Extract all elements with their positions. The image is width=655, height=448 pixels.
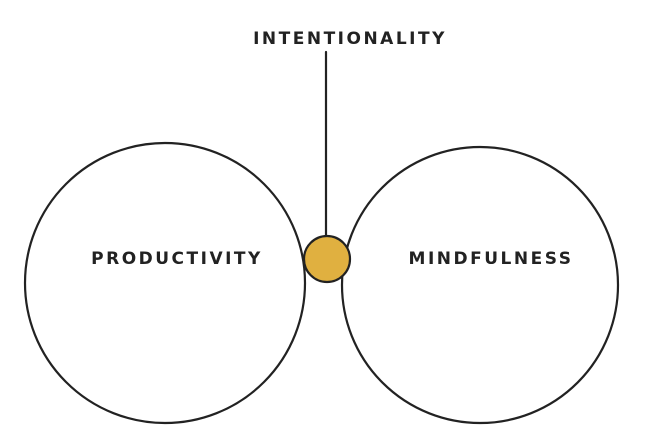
mindfulness-label: MINDFULNESS xyxy=(409,249,574,269)
mindfulness-circle xyxy=(340,145,620,425)
intentionality-label: INTENTIONALITY xyxy=(253,29,447,49)
productivity-circle xyxy=(23,141,307,425)
intersection-dot xyxy=(302,234,352,284)
productivity-label: PRODUCTIVITY xyxy=(91,249,263,269)
